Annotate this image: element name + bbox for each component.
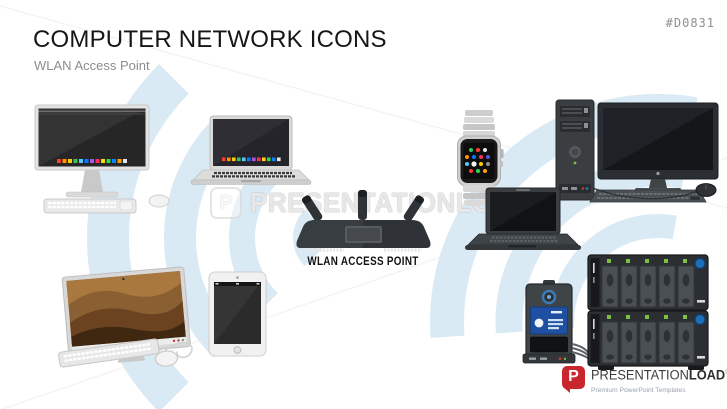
all-in-one-mouse-icon [154, 350, 179, 367]
wlan-access-point-icon [296, 190, 431, 252]
pc-monitor-icon [597, 102, 719, 195]
watermark: P PRESENTATIONLOAD [210, 187, 553, 219]
router-label: WLAN ACCESS POINT [307, 254, 419, 268]
brand-tagline: Premium PowerPoint Templates [591, 386, 686, 394]
nas-leds-1 [607, 259, 687, 263]
server-tower-icon [522, 280, 607, 366]
imac-dock-icons [57, 159, 127, 163]
product-code: #D0831 [665, 16, 715, 30]
page-title: COMPUTER NETWORK ICONS [33, 26, 387, 53]
nas-unit-1 [587, 254, 709, 311]
macbook-laptop-icon [190, 115, 312, 185]
wifi-signal-arcs-left-icon [87, 0, 333, 409]
pc-mouse-icon [695, 183, 717, 197]
nas-drive-bays-2 [601, 321, 695, 364]
laptop-icon [465, 187, 581, 250]
imac-mouse-icon [148, 194, 170, 208]
desktop-pc-icon [555, 99, 719, 203]
brand-registered-mark: ® [725, 369, 727, 376]
macbook-dock-icons [222, 157, 281, 162]
pc-keyboard-icon [589, 189, 707, 203]
watermark-logo-icon: P [210, 187, 242, 219]
brand-name-regular: PRESENTATION [591, 367, 689, 383]
macbook-keyboard-icon [212, 171, 295, 178]
imac-keyboard-icon [43, 198, 137, 214]
all-in-one-keyboard-icon [58, 338, 160, 368]
nas-unit-2 [587, 310, 709, 367]
tablet-icon [208, 271, 267, 357]
imac-desktop-icon [34, 104, 170, 214]
all-in-one-pc-icon [58, 266, 193, 368]
brand-name: PRESENTATIONLOAD® [591, 366, 727, 382]
watch-app-grid [465, 148, 490, 173]
pc-tower-icon [555, 99, 595, 201]
nas-stack-icon [587, 254, 709, 370]
brand-logo: P PRESENTATIONLOAD® Premium PowerPoint T… [562, 366, 727, 397]
brand-logo-icon: P [562, 366, 585, 393]
watch-band-top [463, 110, 495, 138]
nas-leds-2 [607, 315, 687, 319]
page-subtitle: WLAN Access Point [34, 58, 150, 73]
brand-name-bold: LOAD [688, 367, 726, 383]
nas-drive-bays-1 [601, 265, 695, 308]
